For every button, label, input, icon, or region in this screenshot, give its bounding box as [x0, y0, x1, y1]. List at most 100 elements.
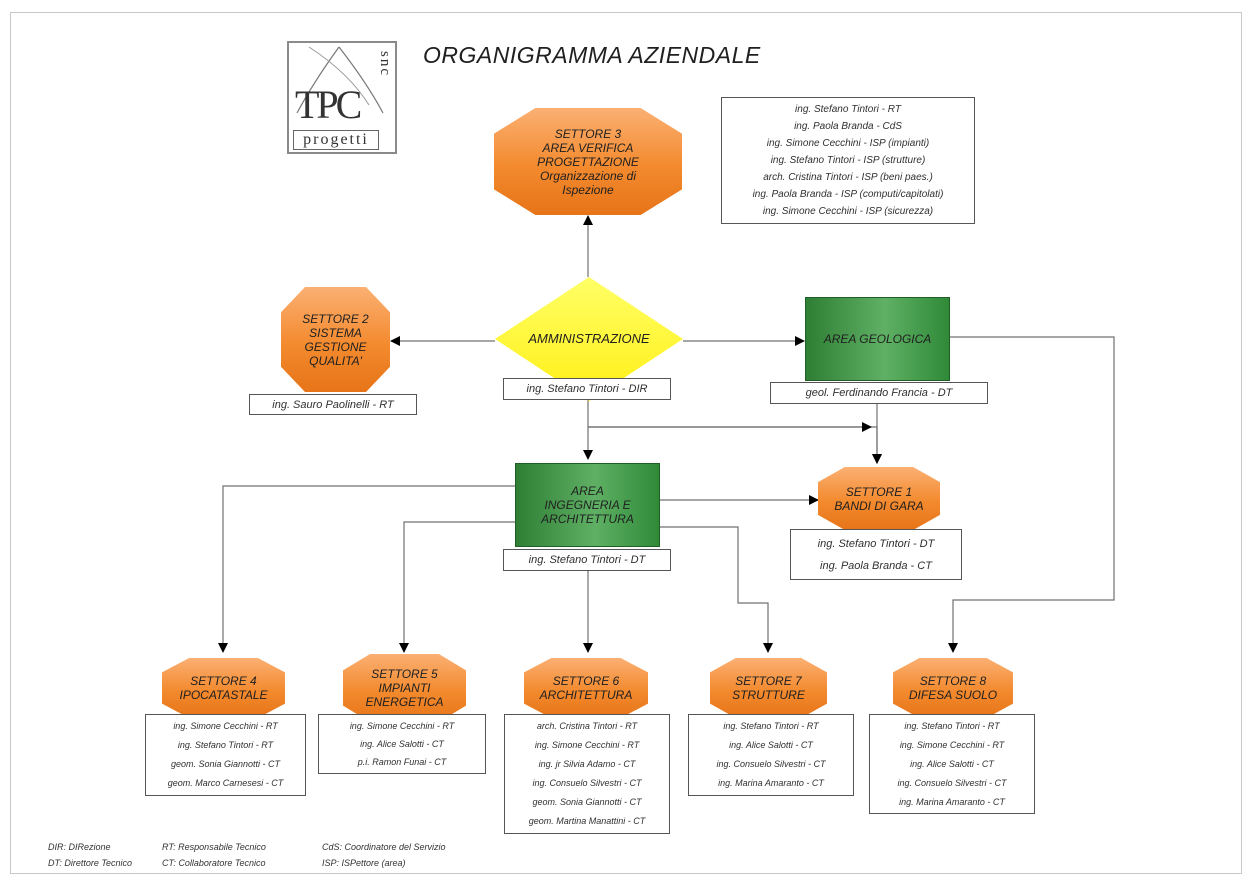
staff-line: arch. Cristina Tintori - RT: [536, 721, 638, 731]
settore-2-line: SETTORE 2: [302, 311, 369, 326]
staff-line: ing. Stefano Tintori - DT: [528, 554, 646, 566]
settore-3-line: AREA VERIFICA: [542, 140, 634, 155]
settore-8-node: SETTORE 8 DIFESA SUOLO: [893, 658, 1013, 718]
staff-line: ing. Consuelo Silvestri - CT: [897, 777, 1007, 788]
legend-isp: ISP: ISPettore (area): [322, 858, 406, 868]
settore-5-node: SETTORE 5 IMPIANTI ENERGETICA: [343, 654, 466, 722]
area-ingegneria-line: ARCHITETTURA: [541, 512, 634, 526]
logo-mark: TPC: [295, 82, 362, 127]
staff-line: ing. Alice Salotti - CT: [729, 740, 813, 750]
settore-8-line: DIFESA SUOLO: [908, 688, 998, 702]
staff-line: ing. Marina Amaranto - CT: [718, 778, 824, 788]
legend-ct: CT: Collaboratore Tecnico: [162, 858, 266, 868]
staff-line: ing. Simone Cecchini - RT: [349, 721, 455, 731]
settore-5-line: IMPIANTI: [378, 681, 431, 695]
staff-line: geol. Ferdinando Francia - DT: [805, 387, 953, 399]
staff-line: geom. Sonia Giannotti - CT: [170, 759, 281, 769]
staff-line: ing. Marina Amaranto - CT: [899, 796, 1005, 807]
connector: [218, 485, 515, 653]
settore-4-staff: ing. Simone Cecchini - RT ing. Stefano T…: [145, 714, 306, 796]
connector: [660, 526, 773, 653]
settore-3-staff: ing. Stefano Tintori - RT ing. Paola Bra…: [721, 97, 975, 224]
settore-6-node: SETTORE 6 ARCHITETTURA: [524, 658, 648, 718]
area-geologica-label: AREA GEOLOGICA: [823, 332, 932, 346]
staff-line: ing. Sauro Paolinelli - RT: [272, 398, 394, 411]
area-ingegneria-staff: ing. Stefano Tintori - DT: [503, 549, 671, 571]
logo-suffix: snc: [377, 51, 393, 77]
staff-line: geom. Marco Carnesesi - CT: [167, 778, 284, 788]
staff-line: ing. Alice Salotti - CT: [360, 739, 444, 749]
staff-line: ing. Alice Salotti - CT: [910, 758, 994, 769]
area-ingegneria-line: INGEGNERIA E: [544, 498, 631, 512]
settore-2-staff: ing. Sauro Paolinelli - RT: [249, 394, 417, 415]
settore-3-line: SETTORE 3: [554, 126, 622, 141]
staff-line: ing. Simone Cecchini - RT: [173, 721, 278, 731]
settore-2-line: GESTIONE: [304, 339, 367, 354]
settore-6-staff: arch. Cristina Tintori - RT ing. Simone …: [504, 714, 670, 834]
staff-line: arch. Cristina Tintori - ISP (beni paes.…: [763, 172, 933, 183]
settore-3-line: Organizzazione di: [539, 168, 637, 183]
staff-line: ing. Stefano Tintori - DT: [817, 537, 935, 550]
settore-2-line: SISTEMA: [309, 325, 362, 340]
settore-1-node: SETTORE 1 BANDI DI GARA: [818, 467, 940, 530]
staff-line: geom. Sonia Giannotti - CT: [532, 797, 642, 807]
staff-line: ing. Consuelo Silvestri - CT: [716, 759, 826, 769]
amministrazione-label: AMMINISTRAZIONE: [528, 331, 650, 346]
connector: [588, 426, 882, 464]
area-geologica-staff: geol. Ferdinando Francia - DT: [770, 382, 988, 404]
settore-3-line: PROGETTAZIONE: [537, 154, 639, 169]
settore-1-line: BANDI DI GARA: [834, 498, 924, 513]
staff-line: ing. Paola Branda - ISP (computi/capitol…: [752, 189, 944, 200]
logo-word: progetti: [293, 130, 379, 150]
amministrazione-staff: ing. Stefano Tintori - DIR: [503, 378, 671, 400]
legend-rt: RT: Responsabile Tecnico: [162, 842, 266, 852]
legend-dt: DT: Direttore Tecnico: [48, 858, 133, 868]
page-frame: [10, 12, 1242, 874]
settore-7-line: STRUTTURE: [732, 688, 805, 702]
settore-8-line: SETTORE 8: [919, 674, 987, 688]
staff-line: ing. Simone Cecchini - ISP (impianti): [766, 138, 930, 149]
settore-7-staff: ing. Stefano Tintori - RT ing. Alice Sal…: [688, 714, 854, 796]
settore-7-node: SETTORE 7 STRUTTURE: [710, 658, 827, 718]
staff-line: ing. Stefano Tintori - RT: [723, 721, 819, 731]
staff-line: p.i. Ramon Funai - CT: [357, 757, 447, 767]
staff-line: geom. Martina Manattini - CT: [528, 816, 646, 826]
settore-7-line: SETTORE 7: [735, 674, 802, 688]
settore-1-staff: ing. Stefano Tintori - DT ing. Paola Bra…: [790, 529, 962, 580]
staff-line: ing. Consuelo Silvestri - CT: [532, 778, 642, 788]
settore-5-line: SETTORE 5: [371, 667, 438, 681]
staff-line: ing. Simone Cecchini - ISP (sicurezza): [762, 206, 934, 217]
company-logo: TPC snc progetti: [287, 41, 397, 154]
area-geologica-node: AREA GEOLOGICA: [805, 297, 950, 381]
settore-4-line: SETTORE 4: [190, 674, 257, 688]
settore-3-node: SETTORE 3 AREA VERIFICA PROGETTAZIONE Or…: [494, 108, 682, 215]
settore-1-line: SETTORE 1: [845, 484, 913, 499]
logo-arcs: [296, 46, 384, 114]
settore-2-line: QUALITA': [309, 353, 362, 368]
page-title: ORGANIGRAMMA AZIENDALE: [423, 42, 761, 68]
staff-line: ing. Stefano Tintori - RT: [904, 720, 1000, 731]
area-ingegneria-line: AREA: [571, 484, 604, 498]
connector: [948, 336, 1115, 653]
staff-line: ing. Simone Cecchini - RT: [899, 739, 1005, 750]
staff-line: ing. Paola Branda - CdS: [794, 121, 902, 132]
staff-line: ing. Paola Branda - CT: [820, 559, 932, 572]
settore-2-node: SETTORE 2 SISTEMA GESTIONE QUALITA': [281, 287, 390, 392]
legend-cds: CdS: Coordinatore del Servizio: [322, 842, 446, 852]
settore-4-node: SETTORE 4 IPOCATASTALE: [162, 658, 285, 718]
staff-line: ing. Stefano Tintori - RT: [795, 104, 901, 115]
settore-8-staff: ing. Stefano Tintori - RT ing. Simone Ce…: [869, 714, 1035, 814]
settore-6-line: SETTORE 6: [552, 674, 620, 688]
staff-line: ing. jr Silvia Adamo - CT: [538, 759, 636, 769]
staff-line: ing. Stefano Tintori - RT: [177, 740, 274, 750]
settore-5-line: ENERGETICA: [365, 695, 444, 709]
connector: [399, 521, 515, 653]
legend-dir: DIR: DIRezione: [48, 842, 111, 852]
settore-6-line: ARCHITETTURA: [539, 688, 633, 702]
staff-line: ing. Stefano Tintori - ISP (strutture): [770, 155, 926, 166]
area-ingegneria-node: AREA INGEGNERIA E ARCHITETTURA: [515, 463, 660, 547]
settore-4-line: IPOCATASTALE: [179, 688, 268, 702]
settore-5-staff: ing. Simone Cecchini - RT ing. Alice Sal…: [318, 714, 486, 774]
staff-line: ing. Simone Cecchini - RT: [534, 740, 640, 750]
